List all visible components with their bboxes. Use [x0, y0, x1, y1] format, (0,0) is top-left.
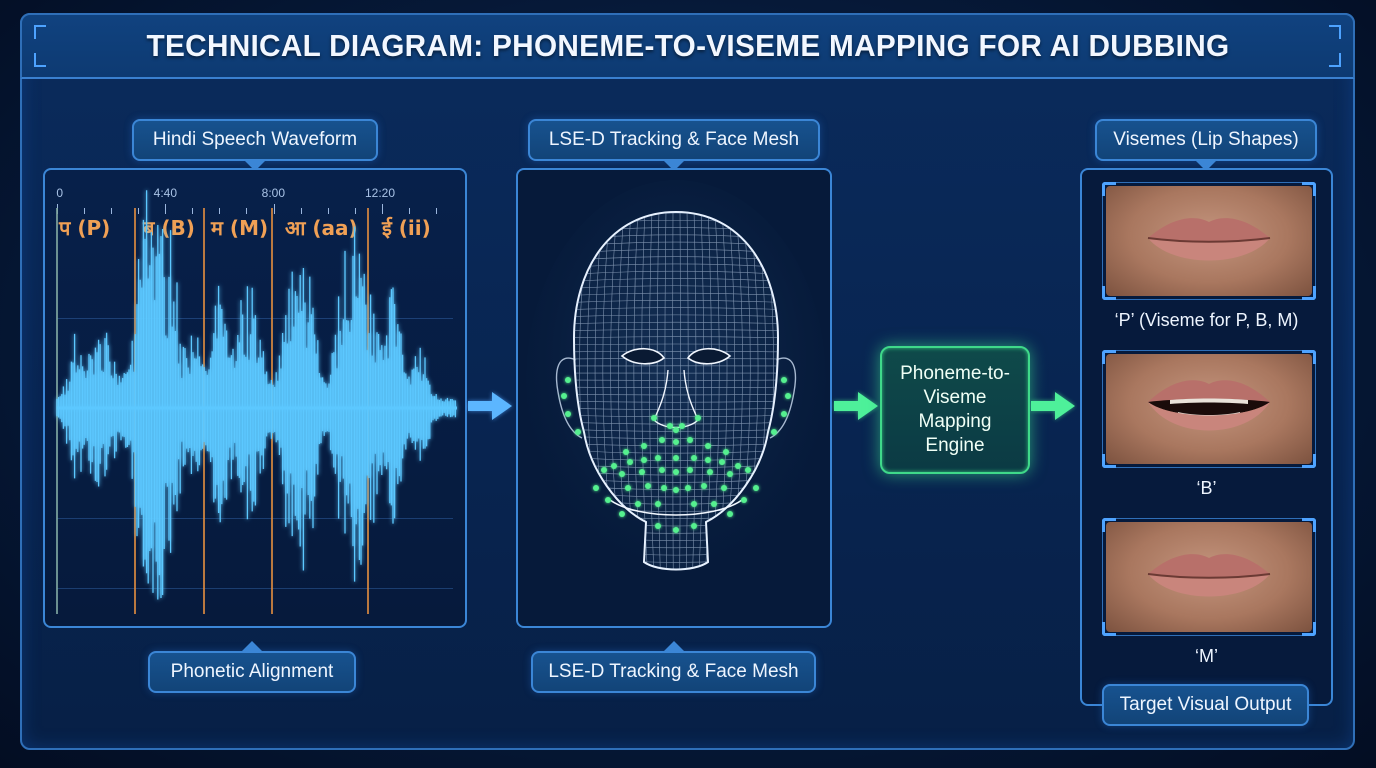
phoneme-label: प (P): [59, 216, 111, 240]
time-axis: 0 4:40 8:00 12:20: [45, 186, 465, 216]
callout-pointer: [662, 641, 685, 652]
viseme-card-m: [1102, 518, 1316, 636]
callout-label: LSE-D Tracking & Face Mesh: [548, 661, 799, 682]
callout-pointer: [1195, 160, 1217, 171]
callout-label: Hindi Speech Waveform: [152, 129, 358, 150]
callout-label: LSE-D Tracking & Face Mesh: [548, 129, 800, 150]
time-tick-label: 4:40: [153, 186, 178, 200]
visemes-callout: Visemes (Lip Shapes): [1095, 119, 1317, 171]
callout-pointer: [244, 160, 266, 171]
engine-label-line: Phoneme-to-: [900, 363, 1010, 384]
callout-pointer: [241, 641, 263, 652]
viseme-card-p: [1102, 182, 1316, 300]
diagram-title: TECHNICAL DIAGRAM: PHONEME-TO-VISEME MAP…: [146, 28, 1229, 63]
viseme-caption: ‘M’: [1195, 646, 1218, 666]
time-tick-label: 8:00: [261, 186, 286, 200]
wireframe-head-icon: [526, 180, 826, 580]
waveform-panel: 0 4:40 8:00 12:20 प (P) ब (B) म (M) आ (a…: [43, 168, 467, 628]
lips-open-image: [1106, 354, 1312, 464]
title-bar: TECHNICAL DIAGRAM: PHONEME-TO-VISEME MAP…: [20, 13, 1355, 79]
arrow-right-icon: [834, 392, 878, 420]
engine-label-line: Mapping: [918, 411, 992, 432]
corner-bracket-icon: [1329, 25, 1341, 39]
corner-bracket-icon: [34, 53, 46, 67]
time-tick-label: 0: [56, 186, 64, 200]
lips-closed-image: [1106, 186, 1312, 296]
lse-d-tracking-bottom-callout: LSE-D Tracking & Face Mesh: [531, 641, 816, 693]
viseme-caption: ‘P’ (Viseme for P, B, M): [1114, 310, 1299, 330]
phoneme-label: आ (aa): [285, 216, 358, 240]
phoneme-label: म (M): [211, 216, 269, 240]
phoneme-label: ई (ii): [382, 216, 431, 240]
callout-pointer: [663, 160, 685, 171]
corner-bracket-icon: [34, 25, 46, 39]
viseme-caption: ‘B’: [1196, 478, 1217, 498]
lips-closed-image: [1106, 522, 1312, 632]
target-visual-output-callout: Target Visual Output: [1102, 684, 1309, 726]
engine-label-line: Viseme: [923, 387, 987, 408]
callout-label: Visemes (Lip Shapes): [1113, 129, 1299, 150]
viseme-card-b: [1102, 350, 1316, 468]
engine-label-line: Engine: [925, 435, 985, 456]
callout-label: Target Visual Output: [1119, 694, 1292, 715]
phoneme-labels: प (P) ब (B) म (M) आ (aa) ई (ii): [45, 214, 465, 244]
visemes-panel: ‘P’ (Viseme for P, B, M) ‘B’ ‘M’: [1080, 168, 1333, 706]
arrow-right-icon: [468, 392, 512, 420]
mapping-engine-box: Phoneme-to- Viseme Mapping Engine: [880, 346, 1030, 474]
corner-bracket-icon: [1329, 53, 1341, 67]
phonetic-alignment-callout: Phonetic Alignment: [148, 641, 356, 693]
arrow-right-icon: [1031, 392, 1075, 420]
time-tick-label: 12:20: [364, 186, 396, 200]
speech-waveform-icon: [56, 190, 457, 600]
callout-label: Phonetic Alignment: [170, 661, 334, 682]
face-mesh-panel: [516, 168, 832, 628]
hindi-speech-waveform-callout: Hindi Speech Waveform: [132, 119, 378, 171]
lse-d-tracking-callout: LSE-D Tracking & Face Mesh: [528, 119, 820, 171]
